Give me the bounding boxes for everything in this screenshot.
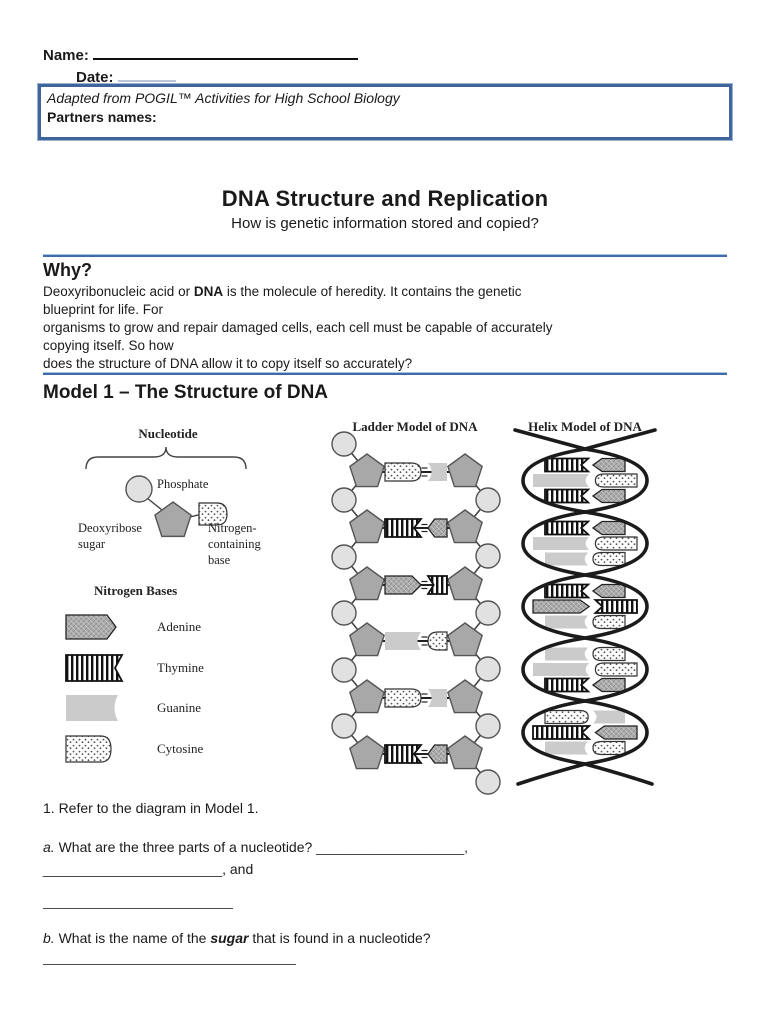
- answer-line-1b[interactable]: [43, 964, 296, 965]
- guanine-base: [428, 463, 447, 481]
- adenine-base: [65, 614, 117, 640]
- cytosine-base: [544, 709, 589, 725]
- name-blank-line[interactable]: [93, 44, 359, 60]
- name-line: Name:: [43, 44, 359, 64]
- phosphate-label: Phosphate: [157, 477, 209, 491]
- thymine-base: [532, 725, 592, 740]
- guanine-base: [385, 632, 421, 650]
- why-line-4: copying itself. So how: [43, 338, 174, 353]
- legend-label-thymine: Thymine: [157, 660, 204, 675]
- page-subtitle: How is genetic information stored and co…: [231, 215, 539, 232]
- adapted-from-text: Adapted from POGIL™ Activities for High …: [47, 90, 400, 106]
- guanine-base: [66, 695, 118, 721]
- why-line-1: Deoxyribonucleic acid or DNA is the mole…: [43, 284, 522, 299]
- thymine-base: [544, 677, 591, 693]
- dna-bold: DNA: [193, 284, 224, 299]
- thymine-base: [544, 457, 591, 473]
- thymine-base: [544, 520, 591, 536]
- name-label: Name:: [43, 47, 89, 64]
- legend-label-adenine: Adenine: [157, 619, 202, 634]
- adenine-base: [594, 725, 638, 740]
- adenine-base: [591, 457, 626, 473]
- question-1a-line1: a. What are the three parts of a nucleot…: [43, 839, 469, 855]
- thymine-base: [65, 654, 124, 682]
- nitrogen-bases-heading: Nitrogen Bases: [94, 583, 178, 598]
- thymine-base: [544, 488, 591, 504]
- cytosine-base: [384, 462, 422, 482]
- adenine-base: [591, 520, 626, 536]
- legend-label-guanine: Guanine: [157, 700, 202, 715]
- nucleotide-label: Nucleotide: [138, 426, 198, 441]
- helix-model: [513, 428, 657, 786]
- why-line-5: does the structure of DNA allow it to co…: [43, 356, 413, 371]
- cytosine-base: [592, 646, 626, 662]
- cytosine-base: [594, 536, 638, 551]
- adenine-base: [591, 583, 626, 599]
- guanine-base: [533, 474, 590, 487]
- answer-blank-1a-1[interactable]: ___________________,: [316, 839, 469, 855]
- helix-model-title: Helix Model of DNA: [528, 419, 642, 434]
- nitrogen-base-label: Nitrogen- containing base: [208, 521, 261, 567]
- adenine-base: [591, 488, 626, 504]
- cytosine-base: [592, 551, 626, 567]
- cytosine-base: [65, 735, 112, 763]
- sugar-bold: sugar: [210, 930, 249, 946]
- partners-box[interactable]: Adapted from POGIL™ Activities for High …: [37, 83, 733, 141]
- question-1a-letter: a.: [43, 839, 55, 855]
- why-line-2: blueprint for life. For: [43, 302, 164, 317]
- nucleotide-brace: [85, 446, 247, 470]
- why-line-3: organisms to grow and repair damaged cel…: [43, 320, 553, 335]
- guanine-base: [533, 663, 590, 676]
- adenine-base: [532, 599, 591, 614]
- adenine-base: [384, 575, 422, 595]
- model1-heading: Model 1 – The Structure of DNA: [43, 382, 329, 403]
- cytosine-base: [594, 662, 638, 677]
- helix-strand-b: [513, 428, 649, 786]
- adenine-base: [591, 677, 626, 693]
- thymine-base: [544, 583, 591, 599]
- guanine-base: [428, 689, 447, 707]
- thymine-base: [384, 744, 423, 764]
- cytosine-base: [384, 688, 422, 708]
- why-paragraph: Deoxyribonucleic acid or DNA is the mole…: [43, 283, 727, 373]
- page-title: DNA Structure and Replication: [221, 186, 549, 211]
- why-heading: Why?: [43, 260, 92, 280]
- partners-label: Partners names:: [47, 109, 157, 125]
- cytosine-base: [427, 631, 448, 651]
- question-1b-letter: b.: [43, 930, 55, 946]
- nitrogen-bases-legend: [65, 614, 124, 763]
- helix-strand-a: [521, 428, 657, 786]
- guanine-base: [545, 647, 589, 661]
- divider-rule-bottom: [43, 372, 727, 375]
- date-label: Date:: [76, 69, 114, 86]
- guanine-base: [593, 710, 625, 724]
- cytosine-base: [594, 473, 638, 488]
- guanine-base: [545, 615, 589, 629]
- cytosine-base: [592, 740, 626, 756]
- question-1: 1. Refer to the diagram in Model 1.: [43, 800, 259, 816]
- legend-label-cytosine: Cytosine: [157, 741, 204, 756]
- adenine-base: [427, 744, 448, 764]
- answer-line-1a-3[interactable]: [43, 908, 233, 909]
- ladder-model-title: Ladder Model of DNA: [352, 419, 478, 434]
- ladder-model: [331, 431, 501, 795]
- question-1b: b. What is the name of the sugar that is…: [43, 930, 431, 946]
- deoxyribose-sugar-label: Deoxyribose sugar: [78, 521, 142, 551]
- date-blank-line[interactable]: [117, 66, 176, 82]
- thymine-base: [384, 518, 423, 538]
- thymine-base: [593, 599, 638, 614]
- guanine-base: [533, 537, 590, 550]
- adenine-base: [427, 518, 448, 538]
- guanine-base: [545, 741, 589, 755]
- divider-rule-top: [43, 254, 727, 257]
- thymine-base: [426, 575, 448, 595]
- answer-blank-1a-2[interactable]: _______________________: [43, 861, 223, 877]
- question-1a-line2: _______________________, and: [43, 861, 254, 877]
- date-line: Date:: [76, 66, 176, 86]
- cytosine-base: [592, 614, 626, 630]
- guanine-base: [545, 552, 589, 566]
